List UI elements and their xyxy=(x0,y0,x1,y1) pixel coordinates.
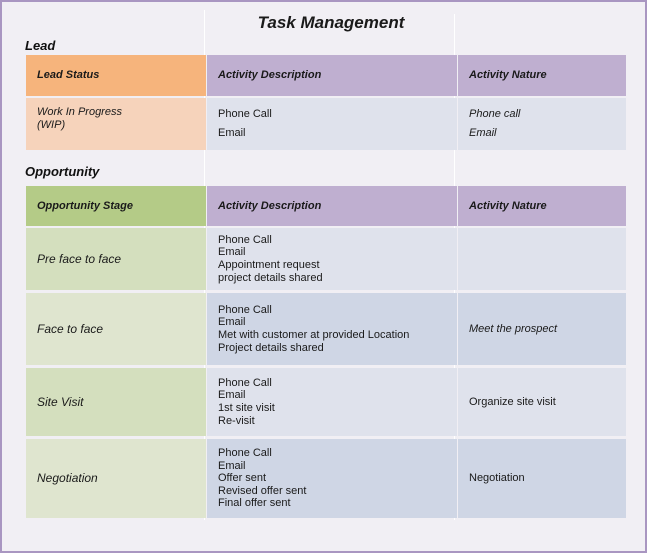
header-activity-description: Activity Description xyxy=(207,55,457,96)
opportunity-table-header: Opportunity Stage Activity Description A… xyxy=(26,186,626,226)
description-item: project details shared xyxy=(218,271,323,284)
section-title-lead: Lead xyxy=(25,38,56,53)
activity-nature-cell: Phone call Email xyxy=(458,98,626,150)
lead-status-line: Work In Progress xyxy=(37,106,122,118)
header-opportunity-stage: Opportunity Stage xyxy=(26,186,206,226)
lead-status-line: (WIP) xyxy=(37,118,66,131)
activity-description-cell: Phone Call Email 1st site visit Re-visit xyxy=(207,368,457,436)
activity-nature-cell: Meet the prospect xyxy=(458,293,626,365)
description-item: Appointment request xyxy=(218,259,320,271)
description-item: Re-visit xyxy=(218,414,255,427)
activity-description-cell: Phone Call Email Met with customer at pr… xyxy=(207,293,457,365)
description-item: Email xyxy=(218,459,246,472)
description-item: Email xyxy=(218,389,246,402)
header-activity-description: Activity Description xyxy=(207,186,457,226)
description-item: Phone Call xyxy=(218,303,272,316)
lead-table-header: Lead Status Activity Description Activit… xyxy=(26,55,626,96)
description-item: Phone Call xyxy=(218,447,272,460)
description-item: Phone Call xyxy=(218,108,272,121)
description-item: Met with customer at provided Location xyxy=(218,329,410,341)
description-item: Email xyxy=(218,246,246,259)
table-row: Work In Progress (WIP) Phone Call Email … xyxy=(26,98,626,150)
description-item: Project details shared xyxy=(218,341,324,354)
description-item: Email xyxy=(218,127,246,139)
activity-nature-cell: Negotiation xyxy=(458,439,626,518)
activity-nature-cell: Organize site visit xyxy=(458,368,626,436)
section-title-opportunity: Opportunity xyxy=(25,164,100,179)
table-row: Site Visit Phone Call Email 1st site vis… xyxy=(26,368,626,436)
description-item: Final offer sent xyxy=(218,497,291,510)
header-activity-nature: Activity Nature xyxy=(458,186,626,226)
activity-description-cell: Phone Call Email Appointment request pro… xyxy=(207,228,457,290)
description-item: Phone Call xyxy=(218,233,272,246)
stage-cell: Negotiation xyxy=(26,439,206,518)
description-item: Phone Call xyxy=(218,376,272,389)
activity-nature-cell xyxy=(458,228,626,290)
activity-description-cell: Phone Call Email xyxy=(207,98,457,150)
description-item: Revised offer sent xyxy=(218,484,307,497)
header-lead-status: Lead Status xyxy=(26,55,206,96)
stage-cell: Site Visit xyxy=(26,368,206,436)
nature-item: Phone call xyxy=(469,108,521,121)
table-row: Negotiation Phone Call Email Offer sent … xyxy=(26,439,626,518)
description-item: Email xyxy=(218,316,246,329)
stage-cell: Face to face xyxy=(26,293,206,365)
table-row: Face to face Phone Call Email Met with c… xyxy=(26,293,626,365)
activity-description-cell: Phone Call Email Offer sent Revised offe… xyxy=(207,439,457,518)
page-title: Task Management xyxy=(257,13,405,32)
lead-status-cell: Work In Progress (WIP) xyxy=(26,98,206,150)
nature-item: Email xyxy=(469,127,497,139)
description-item: Offer sent xyxy=(218,472,267,485)
table-row: Pre face to face Phone Call Email Appoin… xyxy=(26,228,626,290)
header-activity-nature: Activity Nature xyxy=(458,55,626,96)
stage-cell: Pre face to face xyxy=(26,228,206,290)
description-item: 1st site visit xyxy=(218,402,275,414)
